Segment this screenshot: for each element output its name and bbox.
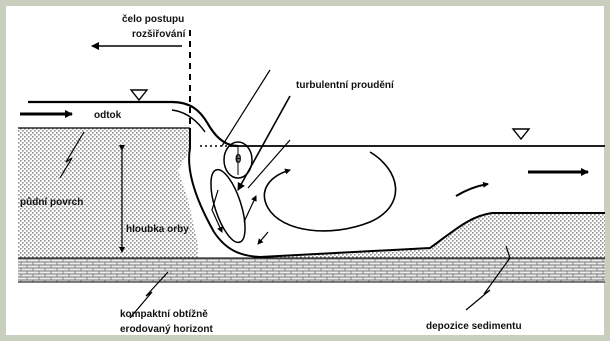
deposited-sediment-layer [240,213,605,258]
label-compact-line2: erodovaný horizont [120,324,213,335]
label-front-line2: rozšiřování [132,29,187,40]
label-deposition: depozice sedimentu [426,321,522,332]
surface-flow-arrow [456,184,488,196]
upper-soil-layer [18,128,198,258]
label-compact-line1: kompaktní obtížně [120,309,208,320]
label-front-line1: čelo postupu [122,14,184,25]
label-turbulent-flow: turbulentní proudění [296,80,395,91]
label-soil-surface: půdní povrch [20,196,83,208]
turbulent-jet-arrow [238,96,290,190]
label-theta: θ [235,152,242,166]
recirculation-vortex [264,152,395,231]
compact-horizon-layer [18,258,605,282]
label-plow-depth: hloubka orby [126,224,189,235]
water-level-marker-upstream [131,90,147,100]
label-runoff: odtok [94,110,122,121]
water-level-marker-downstream [513,129,529,139]
